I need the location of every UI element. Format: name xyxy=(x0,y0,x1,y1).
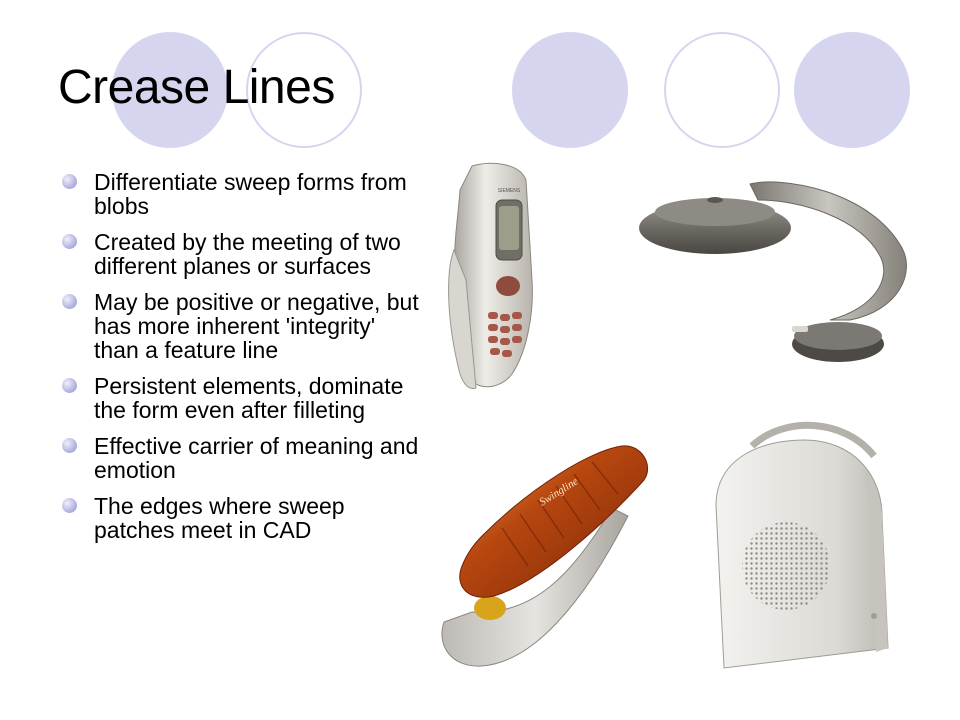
bullet-icon xyxy=(62,378,77,393)
bullet-text: The edges where sweep patches meet in CA… xyxy=(94,493,345,543)
bullet-icon xyxy=(62,234,77,249)
bullet-item: Effective carrier of meaning and emotion xyxy=(60,434,420,482)
bullet-icon xyxy=(62,174,77,189)
bullet-item: May be positive or negative, but has mor… xyxy=(60,290,420,362)
bullet-text: Persistent elements, dominate the form e… xyxy=(94,373,404,423)
desk-lamp-image xyxy=(639,181,907,362)
decor-circle-ring xyxy=(246,32,362,148)
mobile-phone-image: SIEMENS xyxy=(448,162,533,389)
bullet-item: Differentiate sweep forms from blobs xyxy=(60,170,420,218)
bullet-text: Differentiate sweep forms from blobs xyxy=(94,169,407,219)
bullet-item: Created by the meeting of two different … xyxy=(60,230,420,278)
bullet-icon xyxy=(62,294,77,309)
phone-brand-mark: SIEMENS xyxy=(498,188,521,194)
bullet-text: Created by the meeting of two different … xyxy=(94,229,401,279)
decor-circle-filled xyxy=(794,32,910,148)
decor-circle-filled xyxy=(512,32,628,148)
decor-circle-filled xyxy=(112,32,228,148)
slide-title: Crease Lines xyxy=(58,61,335,114)
bullet-text: May be positive or negative, but has mor… xyxy=(94,289,419,363)
bullet-text: Effective carrier of meaning and emotion xyxy=(94,433,419,483)
bullet-icon xyxy=(62,498,77,513)
bullet-item: The edges where sweep patches meet in CA… xyxy=(60,494,420,542)
stapler-image: Swingline xyxy=(441,445,649,667)
bullet-icon xyxy=(62,438,77,453)
speaker-radio-image xyxy=(715,421,889,669)
bullet-list: Differentiate sweep forms from blobs Cre… xyxy=(60,170,420,554)
bullet-item: Persistent elements, dominate the form e… xyxy=(60,374,420,422)
decor-circle-ring xyxy=(664,32,780,148)
